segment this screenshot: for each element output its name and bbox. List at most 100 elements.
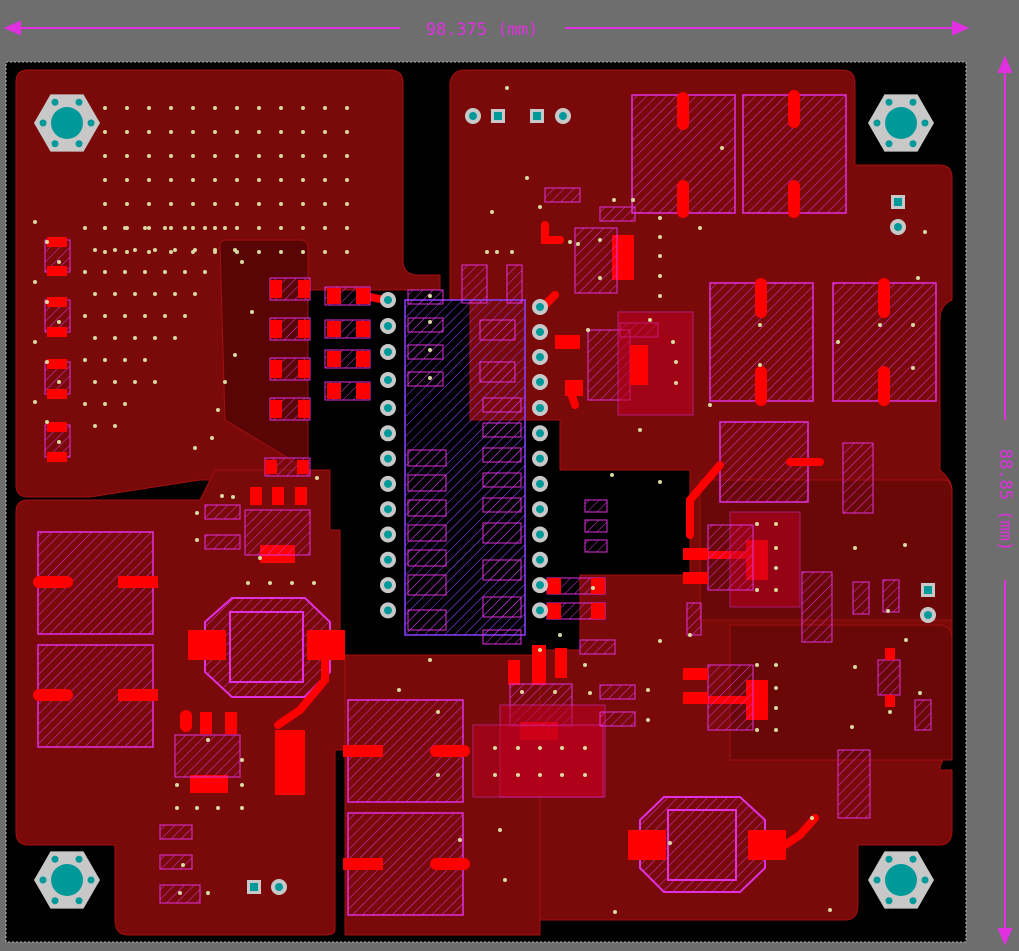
through-hole-pin — [532, 501, 548, 518]
via-dot-icon — [213, 226, 217, 230]
via-dot-icon — [279, 106, 283, 110]
via-dot-icon — [103, 270, 107, 274]
via-dot-icon — [169, 226, 173, 230]
via-dot-icon — [493, 773, 497, 777]
via-dot-icon — [113, 248, 117, 252]
via-dot-icon — [147, 154, 151, 158]
via-dot-icon — [918, 691, 922, 695]
via-dot-icon — [886, 609, 890, 613]
via-dot-icon — [33, 280, 37, 284]
width-dimension-label: 98.375 (mm) — [426, 20, 539, 40]
via-dot-icon — [203, 226, 207, 230]
through-hole-pin — [532, 551, 548, 568]
via-dot-icon — [113, 336, 117, 340]
via-dot-icon — [538, 773, 542, 777]
via-dot-icon — [93, 292, 97, 296]
via-dot-icon — [646, 718, 650, 722]
via-dot-icon — [290, 581, 294, 585]
via-dot-icon — [774, 728, 778, 732]
via-dot-icon — [720, 146, 724, 150]
via-dot-icon — [213, 106, 217, 110]
via-dot-icon — [103, 402, 107, 406]
via-dot-icon — [246, 581, 250, 585]
via-dot-icon — [658, 639, 662, 643]
via-dot-icon — [658, 294, 662, 298]
via-dot-icon — [103, 106, 107, 110]
via-dot-icon — [93, 380, 97, 384]
via-dot-icon — [279, 226, 283, 230]
through-hole-pin — [532, 400, 548, 416]
through-hole-pin — [380, 400, 396, 416]
via-dot-icon — [195, 511, 199, 515]
via-dot-icon — [213, 178, 217, 182]
via-dot-icon — [235, 106, 239, 110]
via-dot-icon — [903, 543, 907, 547]
via-dot-icon — [57, 380, 61, 384]
via-dot-icon — [163, 226, 167, 230]
via-dot-icon — [191, 202, 195, 206]
through-hole-pin — [555, 108, 571, 124]
via-dot-icon — [638, 428, 642, 432]
via-dot-icon — [323, 250, 327, 254]
via-dot-icon — [169, 178, 173, 182]
via-dot-icon — [485, 250, 489, 254]
through-hole-pin — [532, 349, 548, 365]
via-dot-icon — [538, 205, 542, 209]
via-dot-icon — [153, 248, 157, 252]
via-dot-icon — [183, 226, 187, 230]
via-dot-icon — [583, 773, 587, 777]
via-dot-icon — [560, 746, 564, 750]
via-dot-icon — [301, 154, 305, 158]
via-dot-icon — [210, 436, 214, 440]
through-hole-pin — [532, 450, 548, 467]
hexagon-mounting-hole-icon — [868, 851, 934, 909]
via-dot-icon — [83, 314, 87, 318]
through-hole-pin — [380, 551, 396, 568]
via-dot-icon — [301, 178, 305, 182]
via-dot-icon — [45, 360, 49, 364]
via-dot-icon — [503, 878, 507, 882]
via-dot-icon — [147, 106, 151, 110]
via-dot-icon — [125, 130, 129, 134]
via-dot-icon — [708, 403, 712, 407]
via-dot-icon — [163, 270, 167, 274]
via-dot-icon — [576, 242, 580, 246]
via-dot-icon — [911, 366, 915, 370]
via-dot-icon — [428, 348, 432, 352]
via-dot-icon — [301, 226, 305, 230]
component-pads — [47, 237, 895, 707]
via-dot-icon — [123, 358, 127, 362]
via-dot-icon — [345, 202, 349, 206]
via-dot-icon — [147, 226, 151, 230]
via-dot-icon — [323, 178, 327, 182]
via-dot-icon — [103, 178, 107, 182]
through-hole-pin — [890, 219, 906, 235]
via-dot-icon — [658, 254, 662, 258]
via-dot-icon — [836, 340, 840, 344]
via-dot-icon — [345, 226, 349, 230]
height-dimension — [997, 55, 1013, 946]
via-dot-icon — [93, 336, 97, 340]
through-hole-pin — [532, 425, 548, 442]
via-dot-icon — [774, 663, 778, 667]
via-dot-icon — [103, 314, 107, 318]
hexagon-mounting-hole-icon — [868, 94, 934, 152]
vias — [33, 86, 927, 914]
via-dot-icon — [774, 522, 778, 526]
via-dot-icon — [671, 340, 675, 344]
via-dot-icon — [553, 690, 557, 694]
through-hole-pin — [920, 607, 936, 623]
via-dot-icon — [195, 806, 199, 810]
via-dot-icon — [558, 633, 562, 637]
via-dot-icon — [206, 891, 210, 895]
via-dot-icon — [516, 746, 520, 750]
via-dot-icon — [223, 380, 227, 384]
via-dot-icon — [83, 226, 87, 230]
via-dot-icon — [323, 106, 327, 110]
via-dot-icon — [257, 154, 261, 158]
via-dot-icon — [774, 706, 778, 710]
via-dot-icon — [240, 806, 244, 810]
square-pads — [247, 109, 935, 894]
